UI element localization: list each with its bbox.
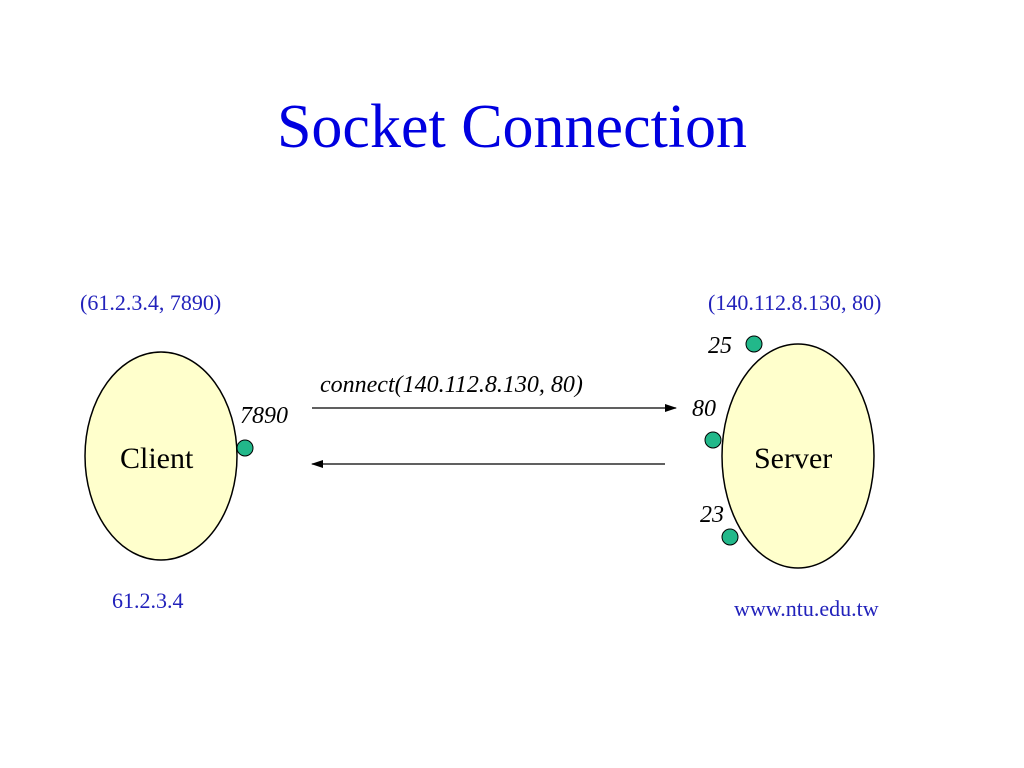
server-socket-address: (140.112.8.130, 80) [708,290,882,315]
client-host: 61.2.3.4 [112,588,184,613]
server-port-23-label: 23 [700,502,724,528]
server-port-80-dot [704,431,722,449]
server-port-23-dot [721,528,739,546]
client-port-label: 7890 [240,403,288,429]
connect-message: connect(140.112.8.130, 80) [320,372,583,398]
client-port-dot [236,439,254,457]
server-host: www.ntu.edu.tw [734,596,879,621]
server-node [721,343,875,569]
server-port-80-label: 80 [692,396,716,422]
client-label: Client [120,442,194,475]
client-node [84,351,238,561]
server-port-25-label: 25 [708,333,732,359]
client-socket-address: (61.2.3.4, 7890) [80,290,222,315]
server-label: Server [754,442,833,475]
page-title: Socket Connection [276,93,748,161]
server-port-25-dot [745,335,763,353]
